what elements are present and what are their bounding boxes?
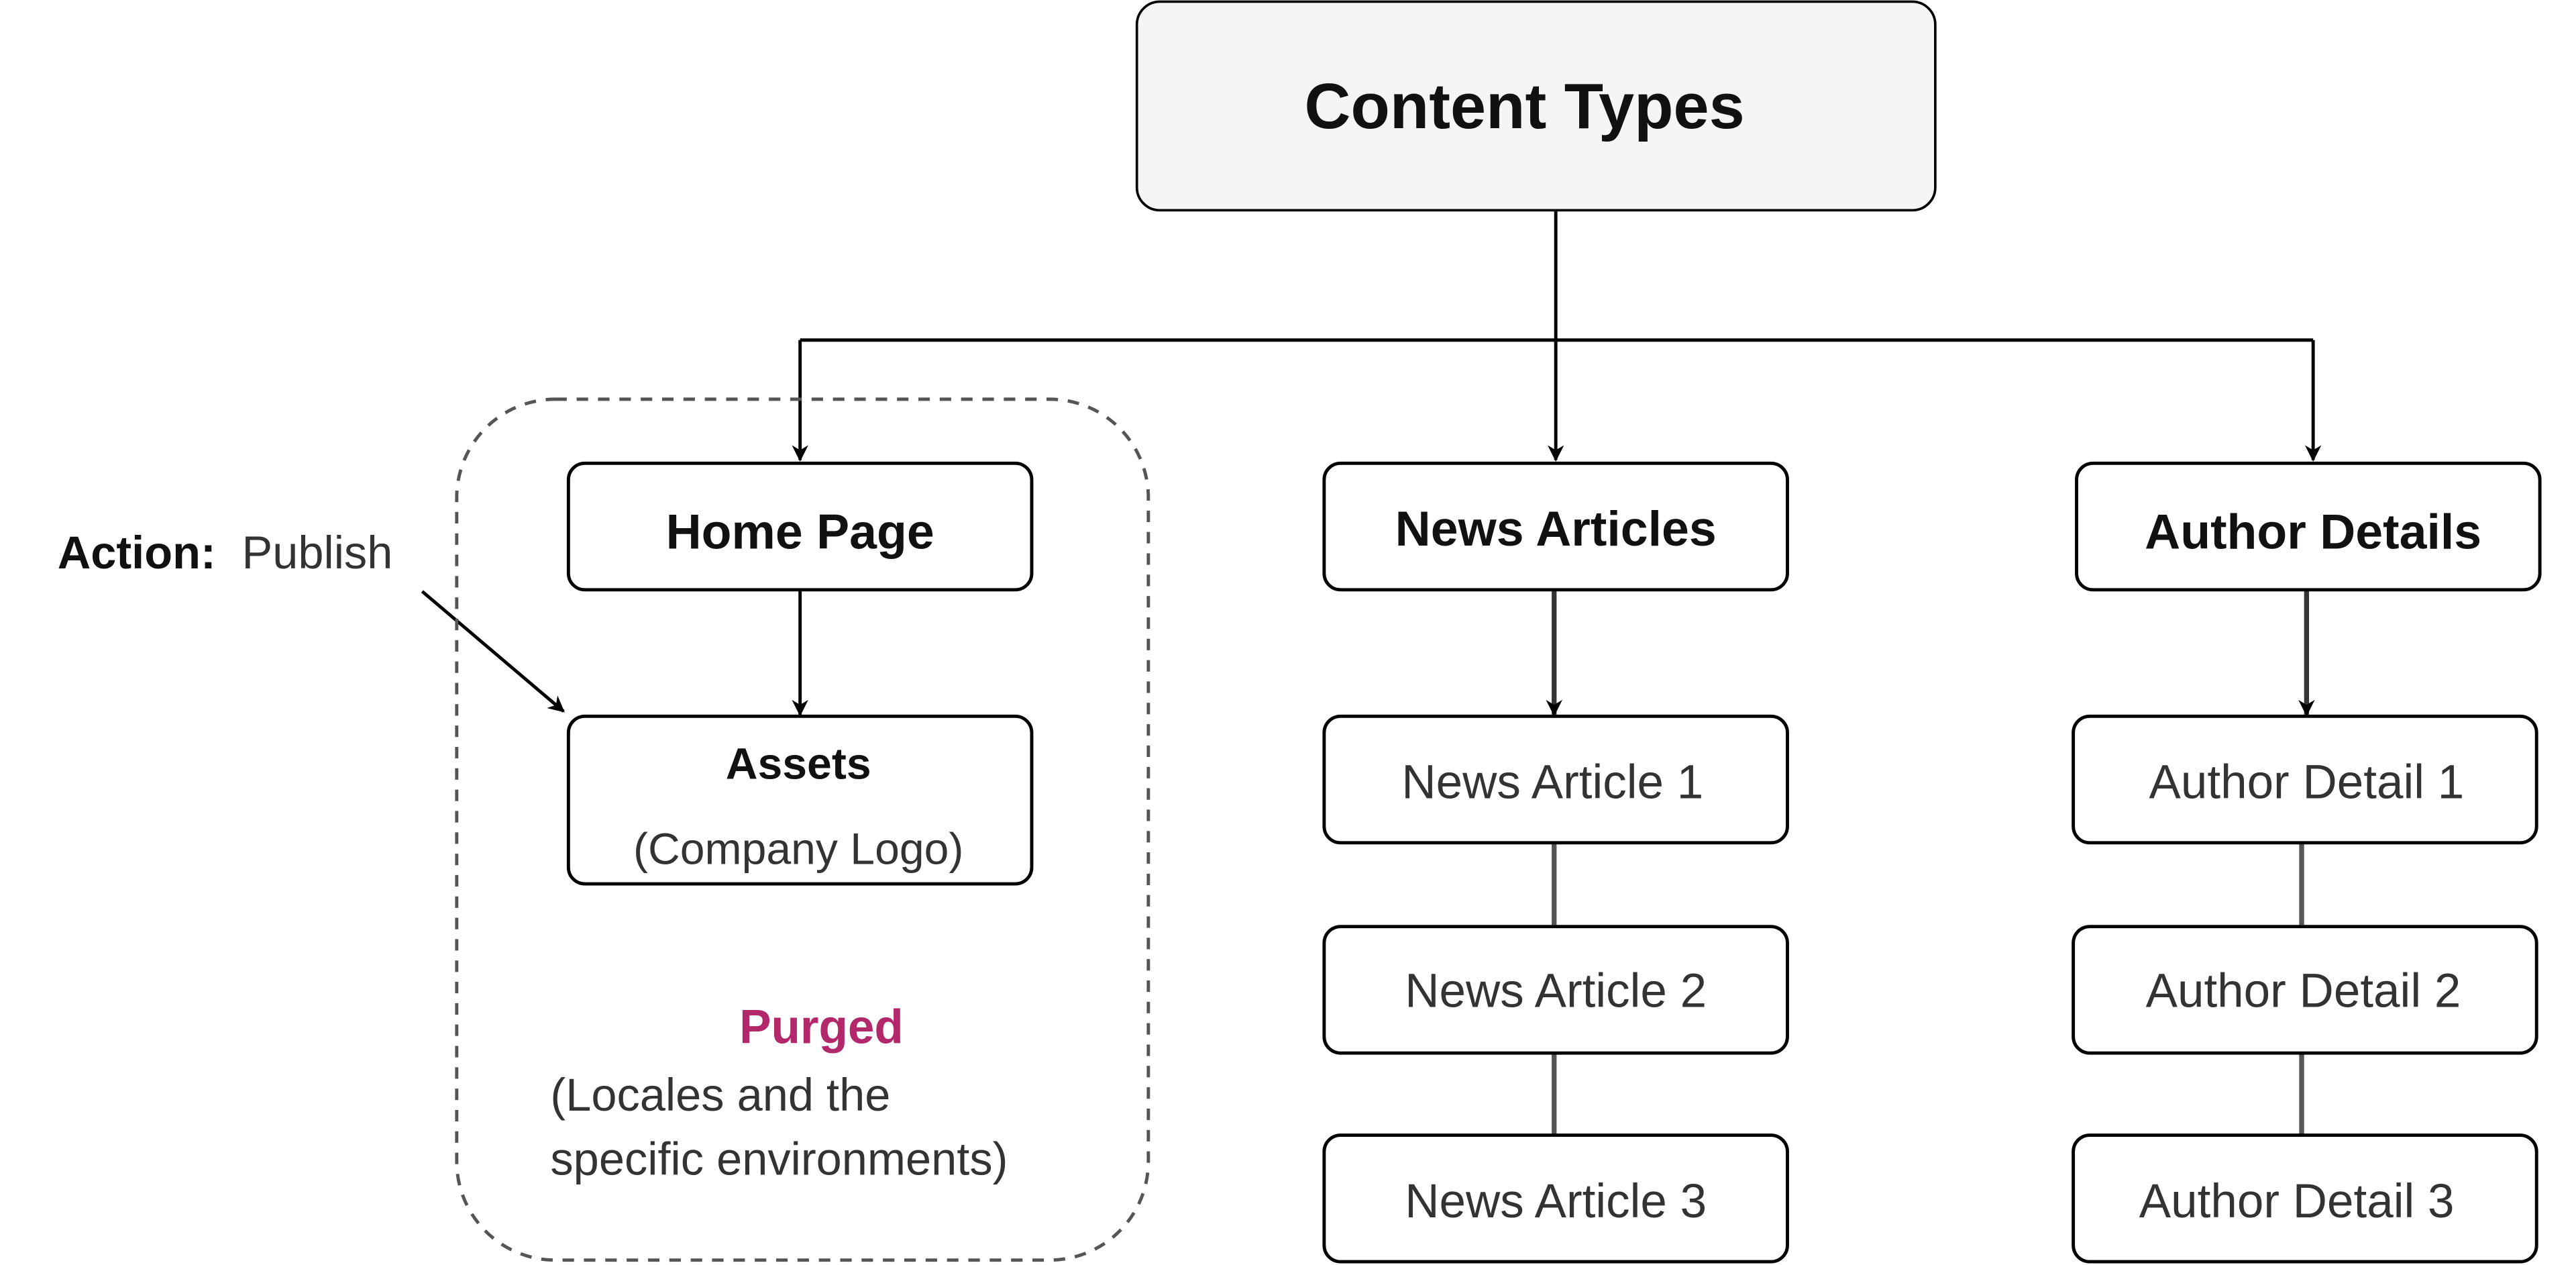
content-types-box — [1135, 0, 1937, 212]
news-article-1-node[interactable]: News Article 1 — [1322, 714, 1789, 845]
content-types-label: Content Types — [1305, 71, 1745, 142]
purged-note-line-1: (Locales and the — [550, 1069, 890, 1121]
purged-note-line-2: specific environments) — [550, 1133, 1008, 1184]
author-detail-3-box — [2072, 1133, 2538, 1264]
home-page-box — [566, 461, 1034, 592]
action-value: Publish — [241, 527, 392, 578]
purged-title: Purged — [739, 1001, 904, 1054]
author-detail-3-node[interactable]: Author Detail 3 — [2072, 1133, 2538, 1264]
assets-box — [566, 714, 1034, 886]
news-article-3-box — [1322, 1133, 1789, 1264]
purged-group-container — [455, 397, 1150, 1262]
connectors — [421, 210, 2322, 1135]
author-detail-3-label: Author Detail 3 — [2139, 1175, 2455, 1228]
assets-node[interactable]: Assets (Company Logo) — [566, 714, 1034, 886]
home-page-label: Home Page — [666, 505, 934, 560]
author-details-label: Author Details — [2145, 505, 2481, 560]
news-article-2-label: News Article 2 — [1405, 965, 1707, 1018]
news-article-1-label: News Article 1 — [1401, 756, 1703, 809]
author-detail-1-label: Author Detail 1 — [2149, 756, 2464, 809]
news-article-3-node[interactable]: News Article 3 — [1322, 1133, 1789, 1264]
author-details-box — [2075, 461, 2542, 592]
news-article-3-label: News Article 3 — [1405, 1175, 1707, 1228]
content-types-node[interactable]: Content Types — [1135, 0, 1937, 212]
news-articles-box — [1322, 461, 1789, 592]
news-article-2-node[interactable]: News Article 2 — [1322, 925, 1789, 1055]
author-detail-2-label: Author Detail 2 — [2146, 965, 2461, 1018]
author-detail-1-box — [2072, 714, 2538, 845]
assets-title: Assets — [726, 739, 871, 789]
action-annotation: Action: Publish — [58, 527, 393, 578]
author-detail-2-box — [2072, 925, 2538, 1055]
news-article-2-box — [1322, 925, 1789, 1055]
news-article-1-box — [1322, 714, 1789, 845]
author-detail-1-node[interactable]: Author Detail 1 — [2072, 714, 2538, 845]
action-label: Action: — [58, 527, 216, 578]
home-page-node[interactable]: Home Page — [566, 461, 1034, 592]
action-pointer-arrow — [421, 590, 565, 713]
author-detail-2-node[interactable]: Author Detail 2 — [2072, 925, 2538, 1055]
news-articles-label: News Articles — [1395, 501, 1717, 556]
assets-subtitle: (Company Logo) — [633, 825, 963, 874]
author-details-node[interactable]: Author Details — [2075, 461, 2542, 592]
news-articles-node[interactable]: News Articles — [1322, 461, 1789, 592]
